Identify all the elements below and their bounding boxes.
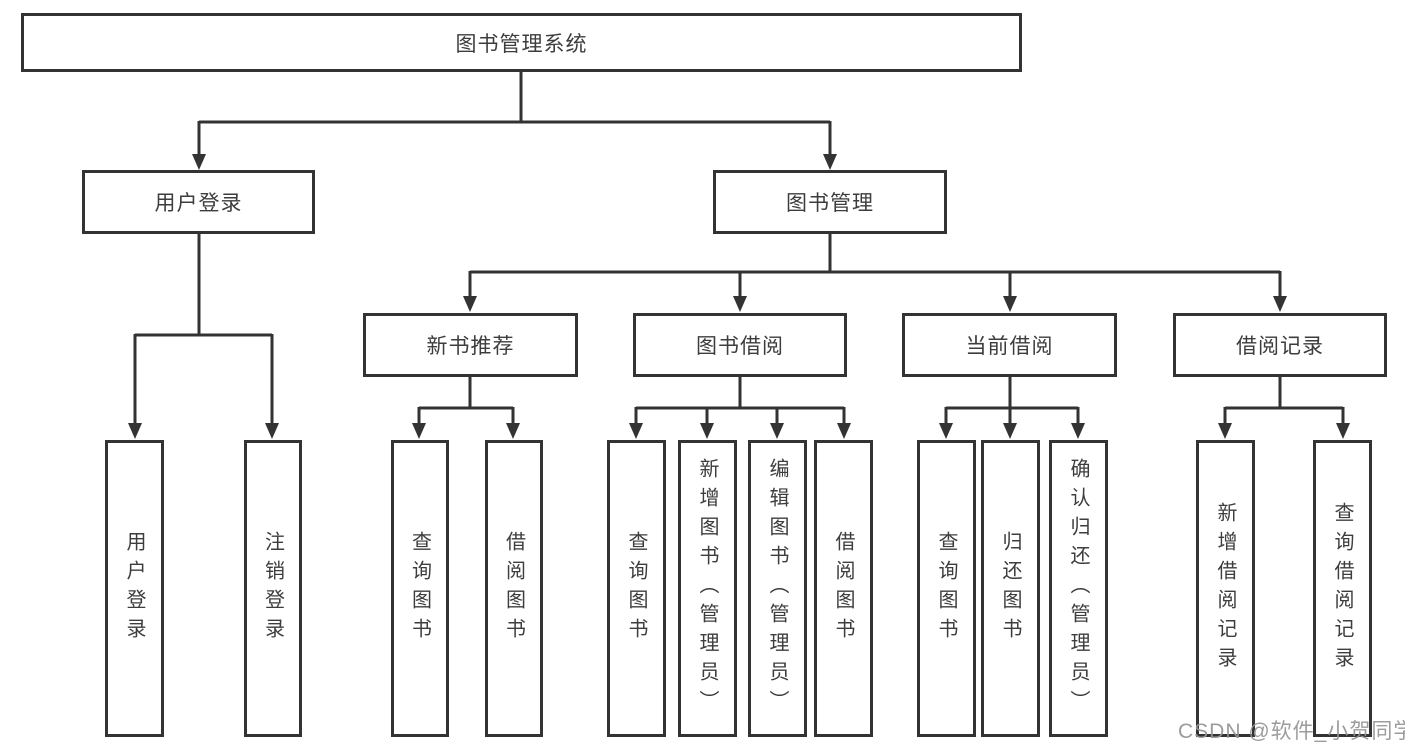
leaf-confirm-return-admin: 确认归还（管理员） (1049, 440, 1108, 737)
leaf-add-books-admin: 新增图书（管理员） (678, 440, 737, 737)
leaf-logout: 注销登录 (244, 440, 302, 737)
leaf-label: 查询图书 (625, 530, 647, 647)
node-label: 新书推荐 (426, 335, 515, 358)
node-label: 借阅记录 (1236, 335, 1324, 358)
node-label: 用户登录 (154, 192, 243, 215)
leaf-query-borrow-record: 查询借阅记录 (1313, 440, 1372, 737)
leaf-return-books: 归还图书 (981, 440, 1040, 737)
node-current-borrowing: 当前借阅 (902, 313, 1117, 377)
node-label: 图书借阅 (696, 335, 784, 358)
node-book-borrowing: 图书借阅 (633, 313, 847, 377)
leaf-label: 确认归还（管理员） (1067, 458, 1089, 719)
leaf-query-books-current: 查询图书 (917, 440, 976, 737)
leaf-add-borrow-record: 新增借阅记录 (1196, 440, 1255, 737)
node-new-book-recommend: 新书推荐 (363, 313, 578, 377)
leaf-label: 查询借阅记录 (1331, 501, 1353, 676)
arrowheads (128, 154, 1350, 439)
leaf-borrow-books-recommend: 借阅图书 (485, 440, 543, 737)
node-user-login: 用户登录 (82, 170, 315, 234)
leaf-label: 新增借阅记录 (1214, 501, 1236, 676)
node-book-management: 图书管理 (713, 170, 947, 234)
leaf-label: 借阅图书 (502, 530, 525, 647)
node-label: 图书管理 (786, 192, 874, 215)
leaf-label: 查询图书 (935, 530, 957, 647)
leaf-borrow-books-borrowing: 借阅图书 (814, 440, 873, 737)
leaf-label: 编辑图书（管理员） (766, 458, 788, 719)
node-borrow-records: 借阅记录 (1173, 313, 1387, 377)
csdn-watermark: CSDN @软件_小贺同学 (1178, 720, 1405, 743)
leaf-label: 归还图书 (999, 530, 1021, 647)
leaf-label: 注销登录 (261, 530, 284, 647)
leaf-query-books-borrowing: 查询图书 (607, 440, 666, 737)
node-label: 当前借阅 (965, 335, 1054, 358)
leaf-label: 新增图书（管理员） (696, 458, 718, 719)
leaf-label: 借阅图书 (832, 530, 854, 647)
leaf-query-books-recommend: 查询图书 (391, 440, 449, 737)
connector-strokes (133, 72, 1345, 426)
leaf-label: 用户登录 (123, 530, 145, 647)
leaf-user-login: 用户登录 (105, 440, 164, 737)
node-library-management-system: 图书管理系统 (21, 13, 1022, 72)
leaf-edit-books-admin: 编辑图书（管理员） (748, 440, 807, 737)
node-label: 图书管理系统 (455, 32, 588, 56)
leaf-label: 查询图书 (408, 530, 431, 647)
